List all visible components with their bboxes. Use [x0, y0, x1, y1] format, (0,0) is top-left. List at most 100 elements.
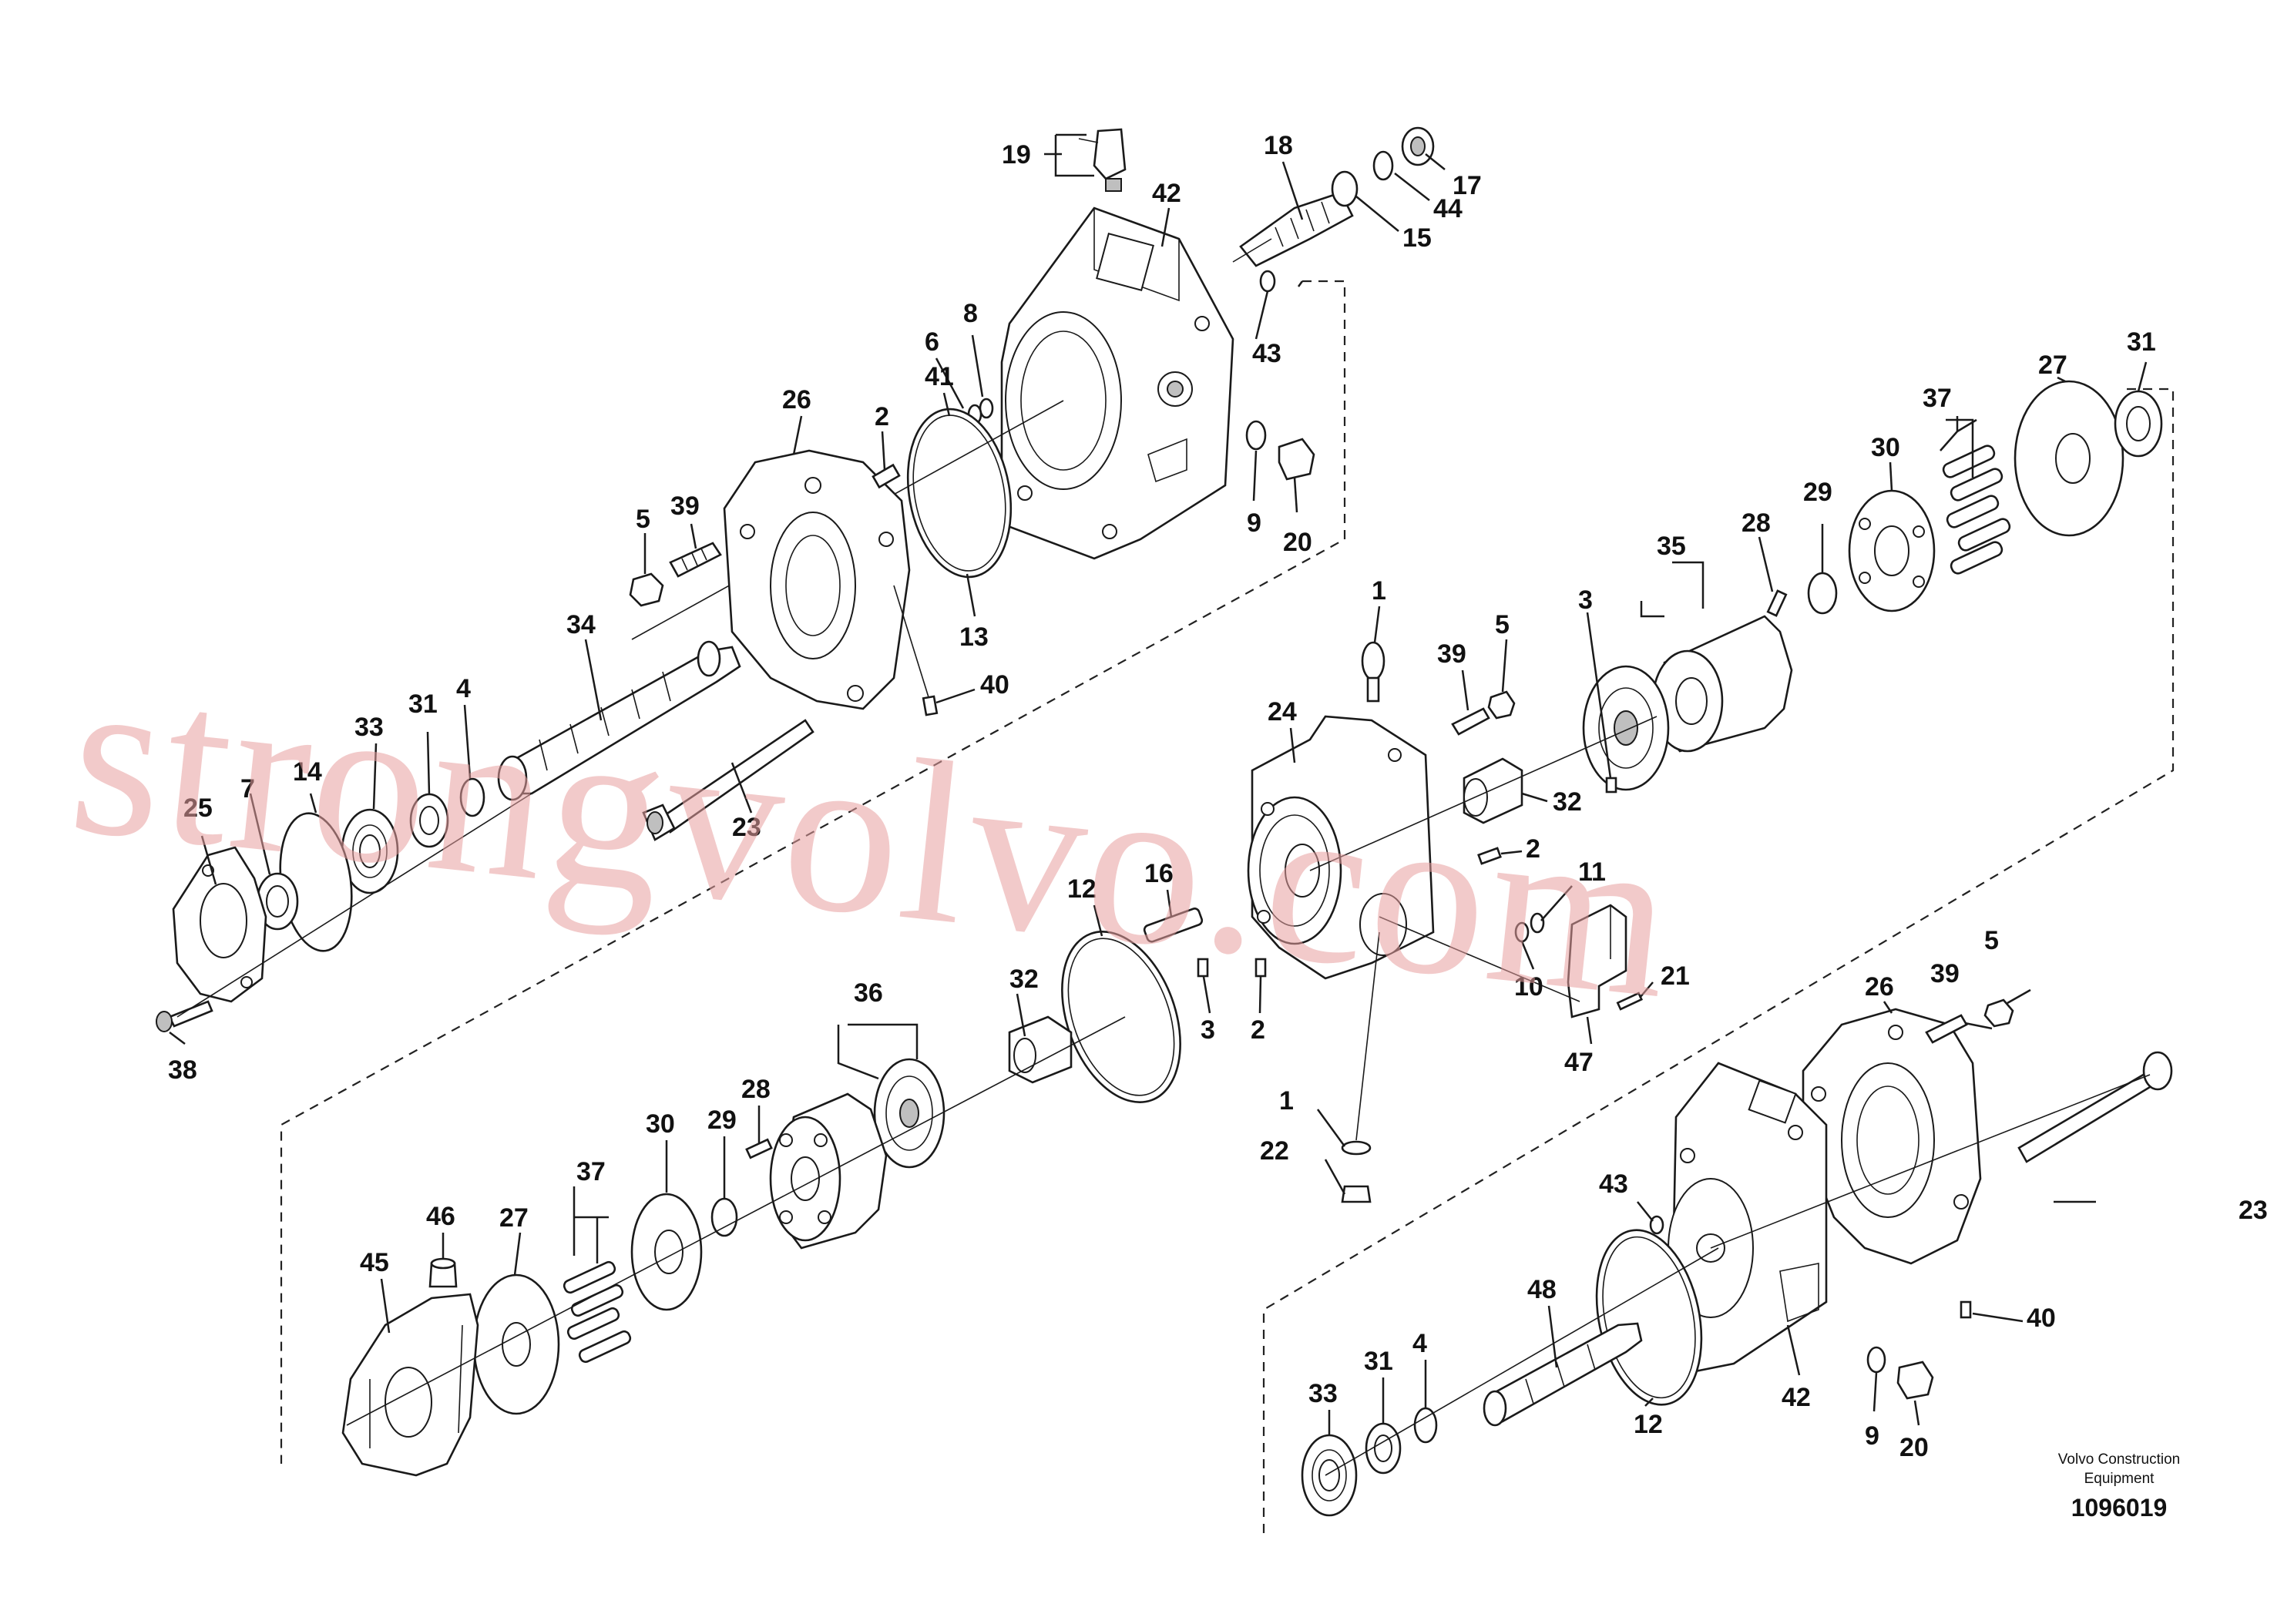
part-label[interactable]: 31 [2127, 327, 2156, 357]
bolt-38 [168, 1000, 213, 1028]
upper-assembly [629, 126, 1435, 716]
part-label[interactable]: 26 [1865, 972, 1894, 1002]
center-body [1143, 641, 1658, 1203]
lower-left-rotary-group [341, 931, 1181, 1477]
part-label[interactable]: 42 [1782, 1383, 1811, 1412]
part-label[interactable]: 20 [1283, 528, 1312, 557]
part-label[interactable]: 47 [1564, 1048, 1594, 1077]
part-label[interactable]: 24 [1268, 697, 1297, 726]
nut-5-low [1983, 998, 2014, 1028]
part-label[interactable]: 28 [741, 1075, 771, 1104]
part-label[interactable]: 19 [1002, 140, 1031, 169]
part-label[interactable]: 15 [1402, 223, 1432, 253]
part-label[interactable]: 28 [1741, 508, 1771, 538]
part-label[interactable]: 16 [1144, 859, 1174, 888]
right-rotary-group [1582, 380, 2163, 794]
part-label[interactable]: 12 [1634, 1410, 1663, 1439]
section-frames [280, 280, 2175, 1537]
part-label[interactable]: 37 [576, 1157, 606, 1186]
part-label[interactable]: 6 [925, 327, 939, 357]
part-label[interactable]: 33 [1308, 1379, 1338, 1408]
part-label[interactable]: 46 [426, 1202, 455, 1231]
part-label[interactable]: 27 [499, 1203, 529, 1233]
part-label[interactable]: 36 [854, 978, 883, 1008]
bushing-29-low [710, 1197, 738, 1237]
part-label[interactable]: 20 [1899, 1433, 1929, 1462]
part-label[interactable]: 3 [1201, 1015, 1215, 1045]
part-label[interactable]: 1 [1372, 576, 1386, 606]
part-label[interactable]: 31 [1364, 1347, 1393, 1376]
stud-39-low [1925, 1014, 1968, 1044]
part-label[interactable]: 37 [1923, 384, 1952, 413]
part-label[interactable]: 41 [925, 362, 954, 391]
part-label[interactable]: 7 [240, 774, 255, 804]
part-label[interactable]: 43 [1599, 1169, 1628, 1199]
part-label[interactable]: 45 [360, 1248, 389, 1277]
part-label[interactable]: 29 [1803, 478, 1832, 507]
part-label[interactable]: 23 [2239, 1196, 2268, 1225]
part-label[interactable]: 35 [1657, 532, 1686, 561]
part-label[interactable]: 32 [1009, 965, 1039, 994]
part-label[interactable]: 9 [1247, 508, 1261, 538]
part-label[interactable]: 26 [782, 385, 811, 414]
part-label[interactable]: 22 [1260, 1136, 1289, 1166]
part-label[interactable]: 29 [707, 1106, 737, 1135]
part-label[interactable]: 5 [1495, 610, 1510, 639]
part-label[interactable]: 14 [293, 757, 322, 787]
part-label[interactable]: 2 [1526, 834, 1540, 864]
part-label[interactable]: 40 [2027, 1304, 2056, 1333]
company-name-line1: Volvo Construction [2058, 1451, 2180, 1468]
right-frame [1262, 388, 2175, 1537]
pin-2-low [1254, 958, 1267, 978]
part-label[interactable]: 2 [1251, 1015, 1265, 1045]
part-label[interactable]: 4 [456, 674, 471, 703]
o-ring-12-low [1595, 1229, 1703, 1406]
part-label[interactable]: 30 [646, 1109, 675, 1139]
part-label[interactable]: 39 [1930, 959, 1960, 988]
part-label[interactable]: 40 [980, 670, 1009, 700]
frame-joint [1297, 280, 1304, 287]
part-label[interactable]: 11 [1578, 857, 1606, 887]
washer-1 [1341, 1140, 1372, 1156]
part-label[interactable]: 48 [1527, 1275, 1557, 1304]
part-label[interactable]: 13 [959, 622, 989, 652]
part-label[interactable]: 43 [1252, 339, 1281, 368]
part-label[interactable]: 17 [1453, 171, 1482, 200]
part-label[interactable]: 30 [1871, 433, 1900, 462]
snap-ring-44 [1372, 150, 1394, 181]
part-label[interactable]: 2 [875, 402, 889, 431]
part-label[interactable]: 27 [2038, 351, 2067, 380]
part-label[interactable]: 33 [354, 713, 384, 742]
left-shaft-group [156, 640, 814, 1032]
part-label[interactable]: 38 [168, 1055, 197, 1085]
part-label[interactable]: 10 [1514, 972, 1543, 1002]
part-label[interactable]: 4 [1412, 1329, 1427, 1358]
nut-5-mid [1487, 690, 1516, 720]
part-label[interactable]: 1 [1279, 1086, 1294, 1116]
pin-3 [1197, 958, 1209, 978]
o-ring-9-low [1866, 1346, 1886, 1374]
part-label[interactable]: 9 [1865, 1421, 1879, 1451]
part-label[interactable]: 21 [1661, 961, 1690, 991]
part-label[interactable]: 12 [1067, 874, 1097, 904]
part-label[interactable]: 18 [1264, 131, 1293, 160]
part-label[interactable]: 25 [183, 794, 213, 823]
company-name-line2: Equipment [2084, 1471, 2155, 1487]
part-label[interactable]: 44 [1433, 194, 1463, 223]
pin-2 [872, 463, 901, 489]
part-label[interactable]: 5 [1984, 926, 1999, 955]
leader-lines [169, 133, 2148, 1434]
part-label[interactable]: 42 [1152, 179, 1181, 208]
part-label[interactable]: 23 [732, 813, 761, 842]
part-label[interactable]: 39 [1437, 639, 1466, 669]
part-label[interactable]: 5 [636, 505, 650, 534]
bushing-29 [1807, 572, 1838, 615]
part-label[interactable]: 3 [1578, 586, 1593, 615]
part-label[interactable]: 31 [408, 690, 438, 719]
part-label[interactable]: 8 [963, 299, 978, 328]
part-label[interactable]: 39 [670, 492, 700, 521]
pin-40 [922, 695, 939, 716]
part-label[interactable]: 34 [566, 610, 596, 639]
part-label[interactable]: 32 [1553, 787, 1582, 817]
